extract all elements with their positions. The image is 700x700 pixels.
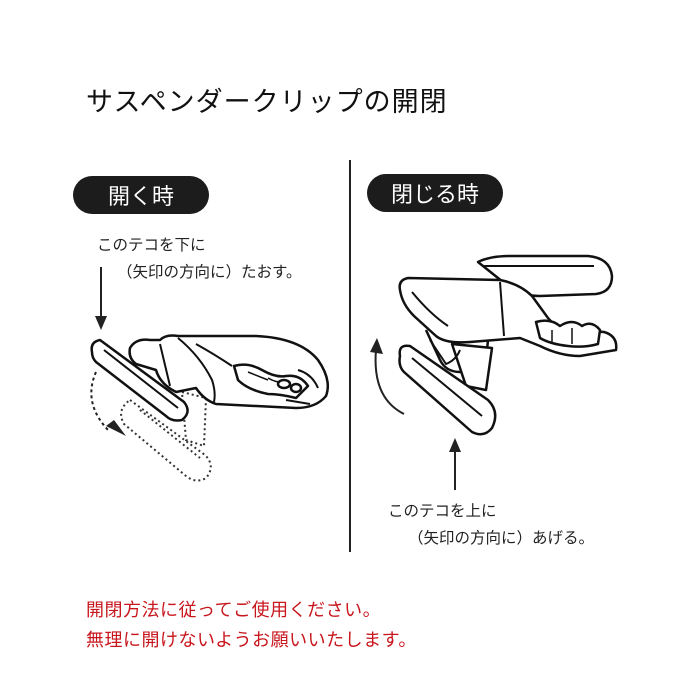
close-instructions: このテコを上に （矢印の方向に）あげる。 — [388, 498, 594, 552]
page-title: サスペンダークリップの開閉 — [86, 87, 448, 118]
close-instruction-line2: （矢印の方向に）あげる。 — [408, 529, 595, 547]
close-badge: 閉じる時 — [367, 174, 503, 212]
caution-line1: 開閉方法に従ってご使用ください。 — [86, 600, 382, 621]
curved-up-arrow-icon — [370, 338, 405, 415]
caution-line2: 無理に開けないようお願いいたします。 — [86, 630, 417, 651]
close-instruction-line1: このテコを上に — [388, 502, 497, 520]
down-arrow-icon — [95, 267, 107, 330]
open-badge: 開く時 — [73, 176, 209, 214]
curved-down-arrow-icon — [90, 371, 126, 436]
clip-closed-illustration — [398, 254, 618, 436]
up-arrow-icon — [449, 438, 461, 490]
open-instruction-line2: （矢印の方向に）たおす。 — [117, 263, 302, 281]
caution-notice: 開閉方法に従ってご使用ください。 無理に開けないようお願いいたします。 — [86, 596, 417, 656]
open-instructions: このテコを下に （矢印の方向に）たおす。 — [97, 232, 301, 286]
clip-open-illustration — [90, 334, 329, 422]
dotted-lever-outline — [120, 390, 212, 482]
open-instruction-line1: このテコを下に — [97, 236, 206, 254]
divider — [349, 160, 351, 552]
